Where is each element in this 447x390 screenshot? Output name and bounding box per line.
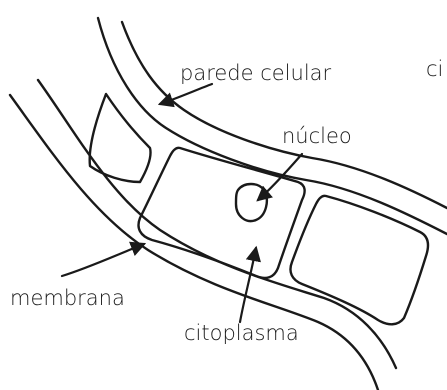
arrow-cytoplasm <box>240 248 256 322</box>
label-nucleus: núcleo <box>282 124 352 148</box>
label-cropped: ci <box>426 57 443 81</box>
label-membrane: membrana <box>10 286 125 310</box>
arrow-membrane <box>62 244 144 276</box>
nucleus <box>236 184 267 221</box>
cell-wall-upper-inner-line <box>122 22 447 208</box>
arrow-cell-wall <box>160 84 212 104</box>
label-cell-wall: parede celular <box>180 61 332 85</box>
label-cytoplasm: citoplasma <box>184 321 299 345</box>
cell-wall-upper-outer-line <box>98 18 447 234</box>
